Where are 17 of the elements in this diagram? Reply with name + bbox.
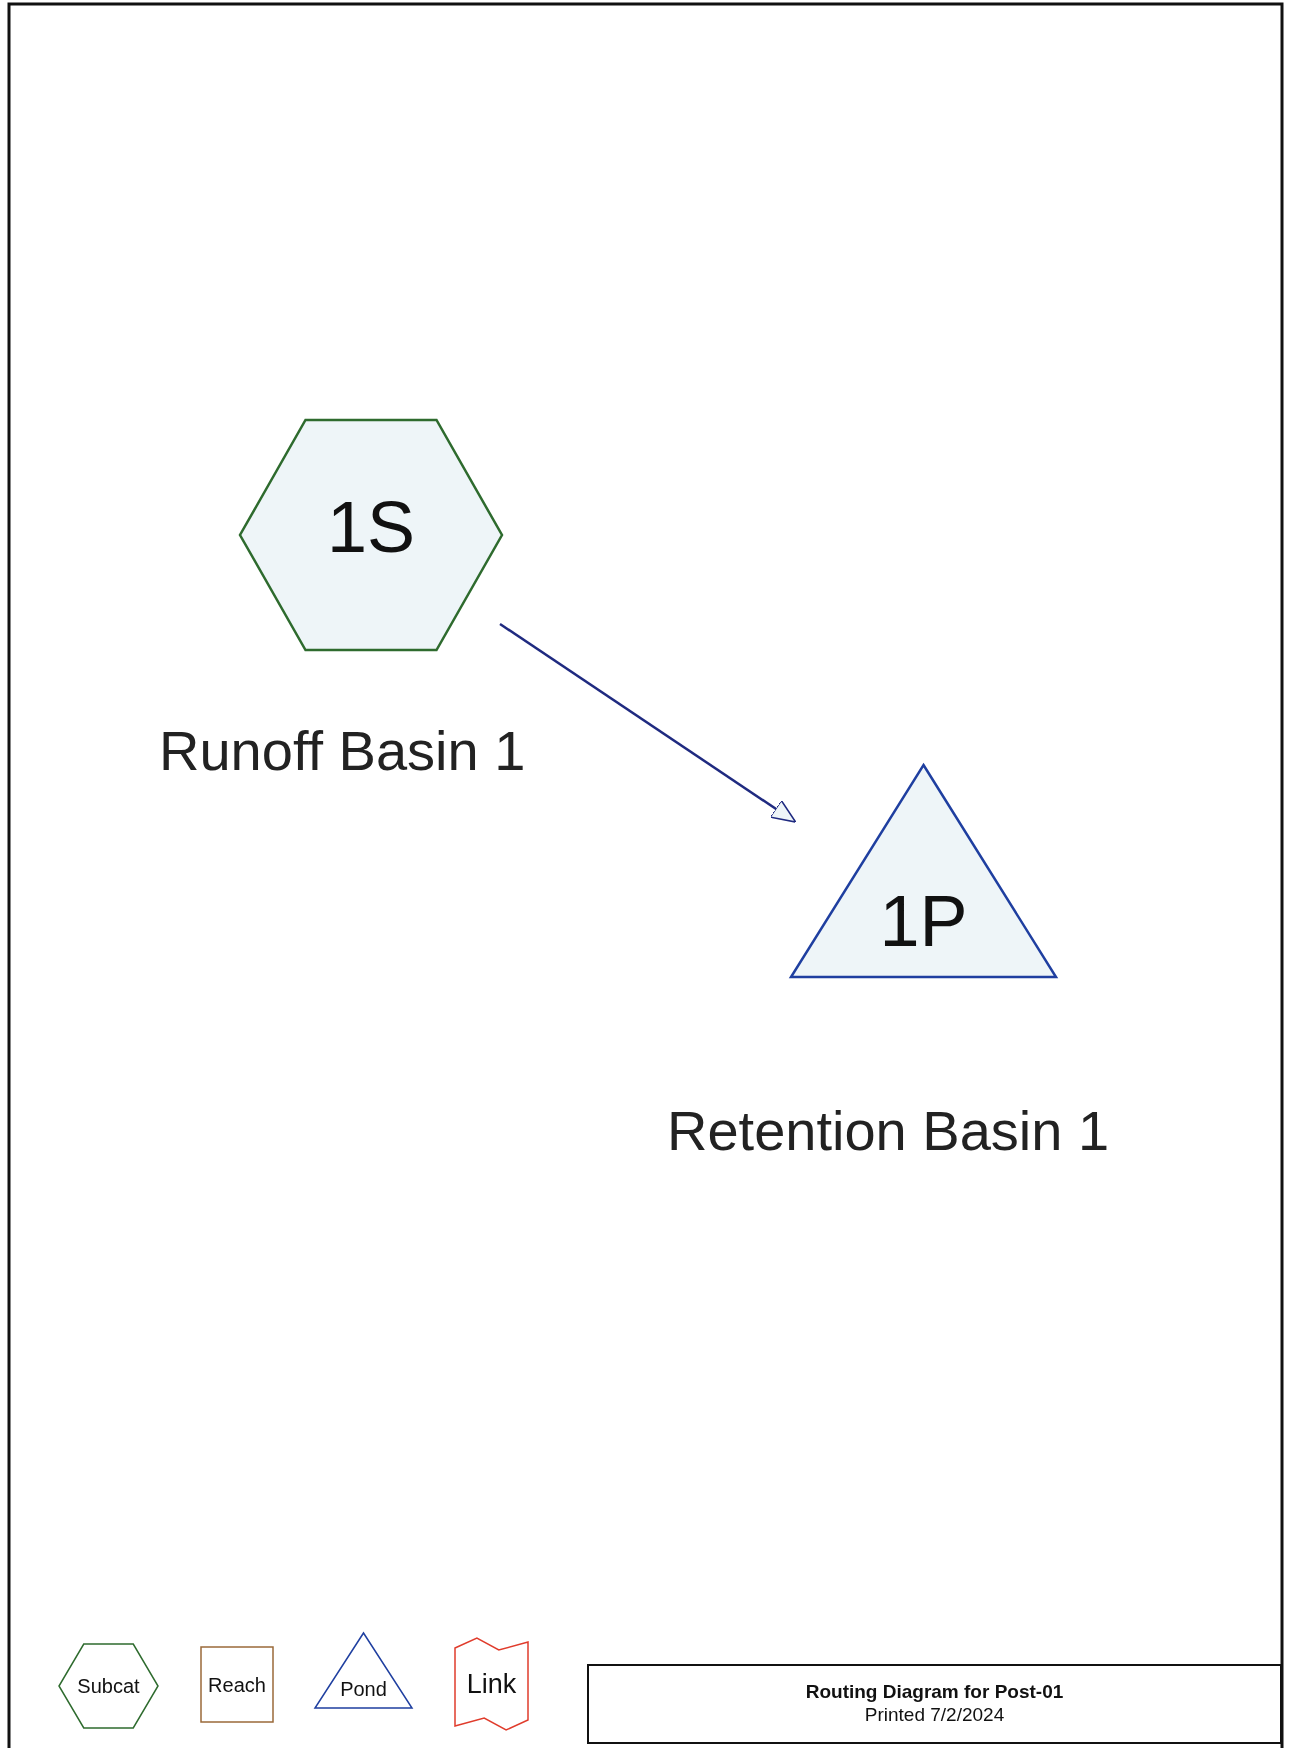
node-label: Subcat bbox=[76, 1674, 141, 1698]
node-caption: Retention Basin 1 bbox=[667, 1098, 1110, 1163]
print-date: Printed 7/2/2024 bbox=[863, 1703, 1006, 1726]
legend-symbol bbox=[455, 1638, 528, 1730]
node-label: 1P bbox=[878, 880, 969, 962]
legend-symbol bbox=[315, 1633, 412, 1708]
legend-symbol bbox=[201, 1647, 273, 1722]
node-label: Reach bbox=[207, 1673, 267, 1696]
legend-symbol bbox=[59, 1644, 158, 1728]
node-label: Link bbox=[465, 1668, 518, 1700]
flow-arrow bbox=[499, 622, 797, 823]
node-caption: Runoff Basin 1 bbox=[159, 718, 526, 783]
diagram-title: Routing Diagram for Post-01 bbox=[804, 1680, 1065, 1703]
pond-triangle bbox=[791, 765, 1056, 977]
node-label: Pond bbox=[339, 1677, 388, 1700]
node-label: 1S bbox=[325, 486, 417, 568]
subcatchment-hexagon bbox=[240, 420, 502, 650]
